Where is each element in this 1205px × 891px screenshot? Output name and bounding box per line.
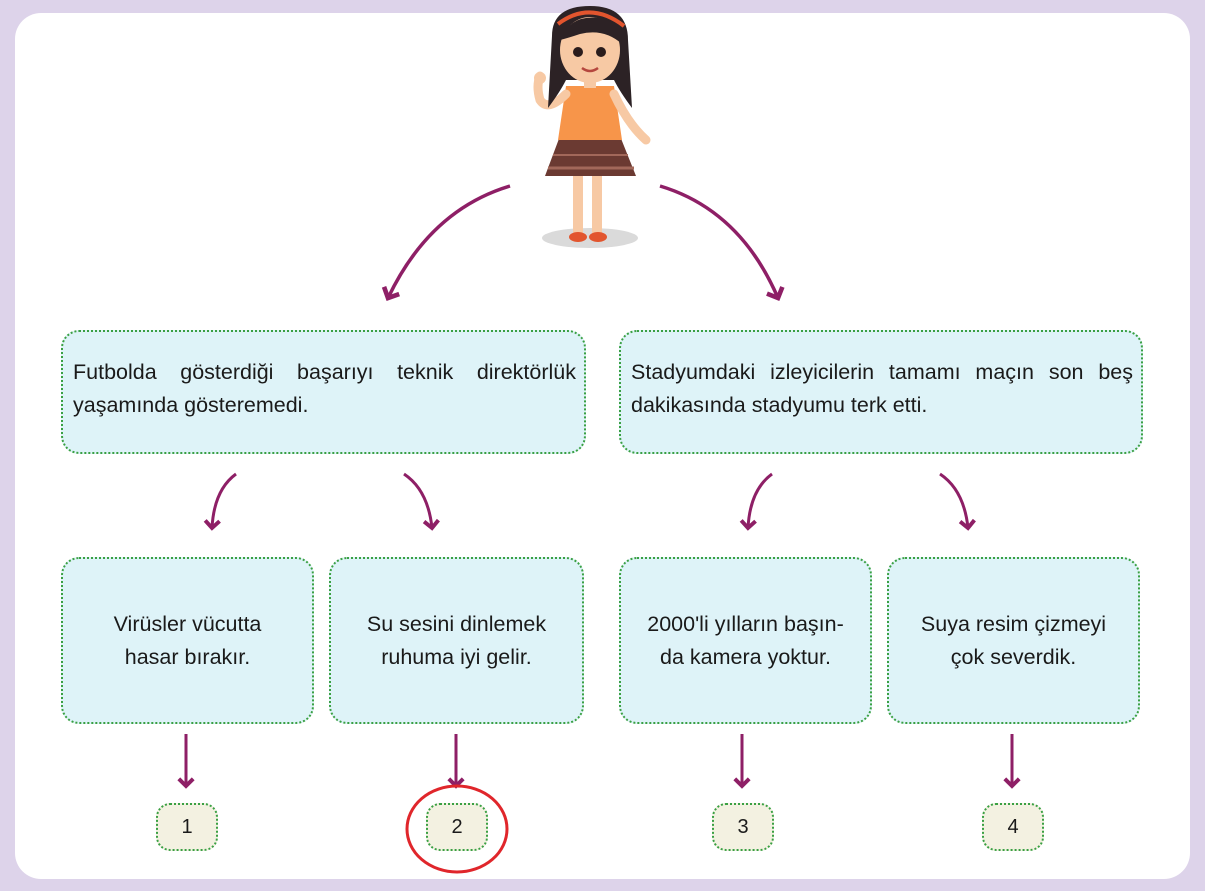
curved-arrow-leaf-3 — [739, 472, 773, 531]
top-box-left-text: Futbolda gösterdiği başarıyı teknik dire… — [73, 360, 576, 417]
leaf-box-3-line2: da kamera yoktur. — [660, 644, 831, 669]
curved-arrow-leaf-2 — [403, 472, 440, 531]
girl-illustration — [533, 6, 651, 248]
leaf-box-3-line1: 2000'li yılların başın- — [647, 611, 844, 636]
leaf-box-2: Su sesini dinlemek ruhuma iyi gelir. — [329, 557, 584, 724]
leaf-box-2-line2: ruhuma iyi gelir. — [381, 644, 532, 669]
top-box-right: Stadyumdaki izleyicilerin tamamı maçın s… — [619, 330, 1143, 454]
leaf-box-1: Virüsler vücutta hasar bırakır. — [61, 557, 314, 724]
curved-arrow-left — [381, 184, 511, 301]
answer-circle — [405, 784, 509, 874]
number-badge-3[interactable]: 3 — [712, 803, 774, 851]
curved-arrow-right — [659, 184, 785, 301]
curved-arrow-leaf-4 — [939, 472, 976, 531]
number-3-text: 3 — [737, 815, 749, 838]
leaf-box-4-line2: çok severdik. — [950, 644, 1077, 669]
curved-arrow-leaf-1 — [203, 472, 237, 531]
leaf-box-3: 2000'li yılların başın- da kamera yoktur… — [619, 557, 872, 724]
leaf-box-1-line1: Virüsler vücutta — [113, 611, 262, 636]
leaf-box-4-line1: Suya resim çizmeyi — [920, 611, 1107, 636]
number-badge-2[interactable]: 2 — [426, 803, 488, 851]
leaf-box-2-line1: Su sesini dinlemek — [366, 611, 547, 636]
number-2-text: 2 — [451, 815, 463, 838]
number-badge-1[interactable]: 1 — [156, 803, 218, 851]
number-1-text: 1 — [181, 815, 193, 838]
top-box-left: Futbolda gösterdiği başarıyı teknik dire… — [61, 330, 586, 454]
number-4-text: 4 — [1007, 815, 1019, 838]
leaf-box-1-line2: hasar bırakır. — [124, 644, 251, 669]
leaf-box-4: Suya resim çizmeyi çok severdik. — [887, 557, 1140, 724]
number-badge-4[interactable]: 4 — [982, 803, 1044, 851]
top-box-right-text: Stadyumdaki izleyicilerin tamamı maçın s… — [631, 360, 1133, 417]
